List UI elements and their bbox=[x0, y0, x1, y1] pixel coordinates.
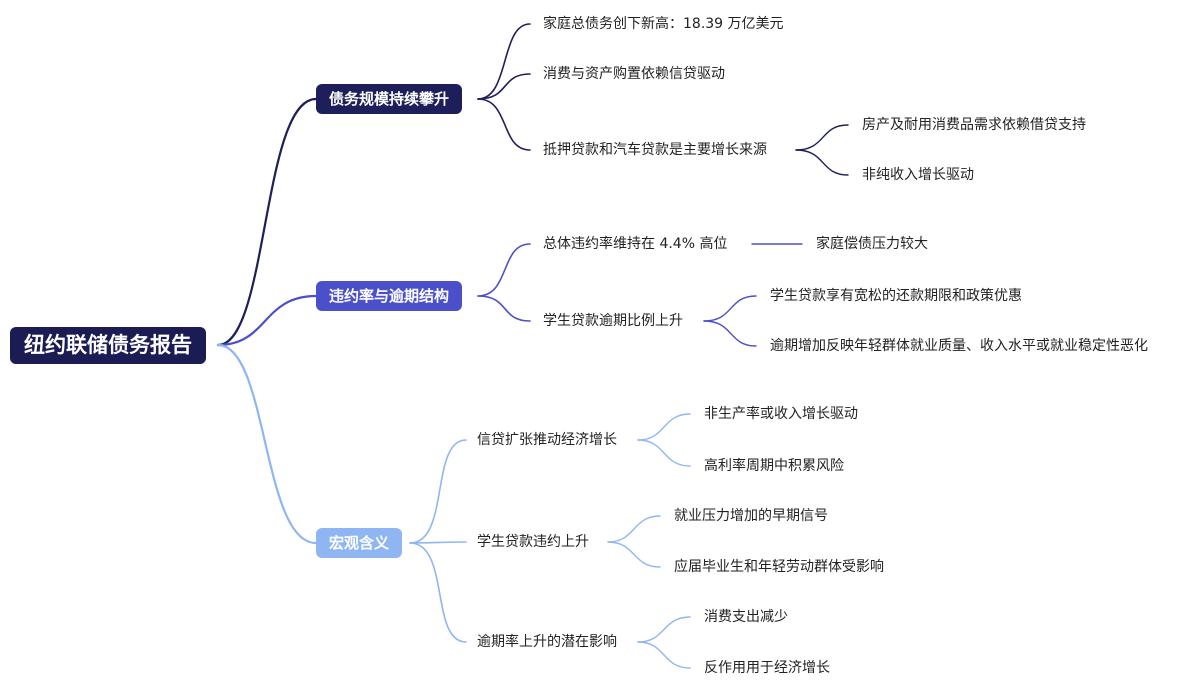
link-b2-c1 bbox=[477, 243, 531, 297]
topic-mortgage-auto-loans[interactable]: 抵押贷款和汽车贷款是主要增长来源 bbox=[543, 142, 767, 158]
topic-total-household-debt[interactable]: 家庭总债务创下新高：18.39 万亿美元 bbox=[543, 16, 784, 32]
topic-overall-default-rate[interactable]: 总体违约率维持在 4.4% 高位 bbox=[543, 236, 728, 252]
topic-student-loan-relief[interactable]: 学生贷款享有宽松的还款期限和政策优惠 bbox=[770, 288, 1022, 304]
branch-default-rate[interactable]: 违约率与逾期结构 bbox=[316, 281, 463, 311]
topic-consumption-decline[interactable]: 消费支出减少 bbox=[704, 609, 788, 625]
link-b3c1-l2 bbox=[637, 439, 691, 467]
topic-delinquency-impact[interactable]: 逾期率上升的潜在影响 bbox=[477, 634, 617, 650]
link-b3c3-l2 bbox=[637, 641, 691, 669]
topic-non-income-growth[interactable]: 非纯收入增长驱动 bbox=[862, 167, 974, 183]
link-b3c2-l1 bbox=[607, 515, 661, 543]
link-b3c2-l2 bbox=[607, 541, 661, 568]
link-b1c3-l1 bbox=[795, 124, 849, 151]
topic-growth-backlash[interactable]: 反作用用于经济增长 bbox=[704, 660, 830, 676]
topic-student-loan-delinquency[interactable]: 学生贷款逾期比例上升 bbox=[543, 313, 683, 329]
branch-debt-scale[interactable]: 债务规模持续攀升 bbox=[316, 84, 463, 114]
topic-youth-employment-worsening[interactable]: 逾期增加反映年轻群体就业质量、收入水平或就业稳定性恶化 bbox=[770, 338, 1148, 354]
link-root-b1 bbox=[216, 97, 318, 347]
topic-early-employment-signal[interactable]: 就业压力增加的早期信号 bbox=[674, 508, 828, 524]
link-b3-c2 bbox=[409, 541, 467, 544]
root-node[interactable]: 纽约联储债务报告 bbox=[10, 327, 206, 364]
link-b3c1-l1 bbox=[637, 413, 691, 441]
link-b1-c1 bbox=[477, 23, 531, 100]
branch-macro-implications[interactable]: 宏观含义 bbox=[316, 528, 403, 558]
link-b2-c2 bbox=[477, 295, 531, 322]
link-b3-c1 bbox=[409, 439, 467, 544]
link-b2c2-l1 bbox=[703, 295, 757, 322]
link-b2c2-l2 bbox=[703, 320, 757, 347]
link-b1c3-l2 bbox=[795, 149, 849, 176]
link-b1-c3 bbox=[477, 98, 531, 151]
topic-household-repayment-pressure[interactable]: 家庭偿债压力较大 bbox=[816, 236, 928, 252]
topic-credit-expansion-growth[interactable]: 信贷扩张推动经济增长 bbox=[477, 432, 617, 448]
topic-non-productivity-growth[interactable]: 非生产率或收入增长驱动 bbox=[704, 406, 858, 422]
link-b1-c2 bbox=[477, 73, 531, 100]
topic-student-loan-default-rise[interactable]: 学生贷款违约上升 bbox=[477, 534, 589, 550]
topic-credit-driven-consumption[interactable]: 消费与资产购置依赖信贷驱动 bbox=[543, 66, 725, 82]
link-root-b3 bbox=[216, 343, 318, 545]
topic-graduates-affected[interactable]: 应届毕业生和年轻劳动群体受影响 bbox=[674, 559, 884, 575]
topic-high-rate-risk[interactable]: 高利率周期中积累风险 bbox=[704, 458, 844, 474]
link-b3c3-l1 bbox=[637, 616, 691, 643]
topic-durable-goods-borrowing[interactable]: 房产及耐用消费品需求依赖借贷支持 bbox=[862, 117, 1086, 133]
link-b3-c3 bbox=[409, 542, 467, 643]
link-root-b2 bbox=[216, 294, 318, 347]
